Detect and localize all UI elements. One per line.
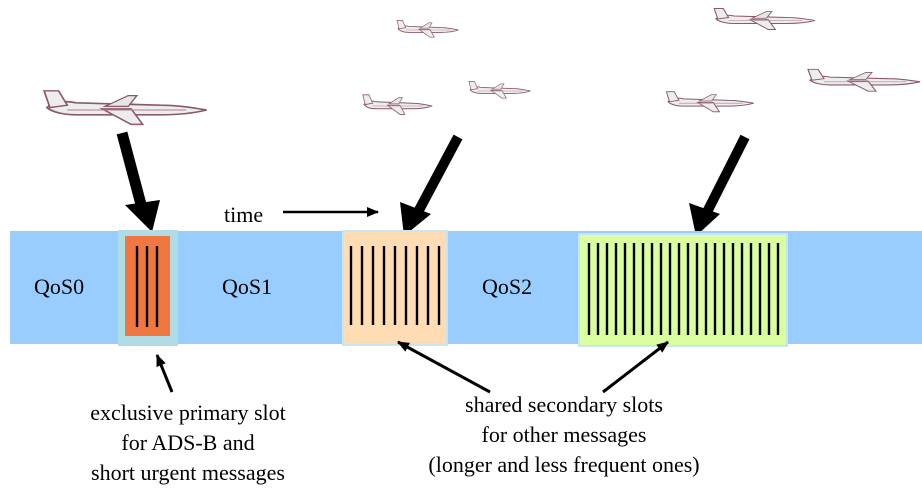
qos2-slot xyxy=(580,235,786,345)
caption-line: for other messages xyxy=(482,422,647,447)
pointer-to-qos2-slot xyxy=(602,340,669,394)
arrow-to-qos1-slot xyxy=(400,134,463,236)
qos0-label: QoS0 xyxy=(34,274,84,299)
caption-line: for ADS-B and xyxy=(121,430,254,455)
qos1-slot-lines xyxy=(349,246,441,325)
arrow-to-qos2-slot xyxy=(689,134,750,236)
secondary-slots-caption: shared secondary slots for other message… xyxy=(428,392,699,477)
caption-line: exclusive primary slot xyxy=(90,400,286,425)
primary-slot-lines xyxy=(135,246,159,327)
airplane-icon xyxy=(362,94,433,115)
airplane-icon xyxy=(713,7,816,31)
arrow-to-primary-slot xyxy=(116,131,160,232)
airplane-icon xyxy=(468,80,531,99)
pointer-to-primary-slot xyxy=(155,354,174,393)
caption-line: (longer and less frequent ones) xyxy=(428,452,699,477)
qos2-slot-lines xyxy=(587,243,780,335)
airplane-icon xyxy=(807,68,921,92)
airplane-icon xyxy=(43,89,208,126)
airplane-icon xyxy=(665,91,755,113)
caption-line: short urgent messages xyxy=(91,460,285,485)
airplane-icon xyxy=(396,19,459,38)
qos2-label: QoS2 xyxy=(482,274,532,299)
qos1-label: QoS1 xyxy=(222,274,272,299)
primary-slot-caption: exclusive primary slot for ADS-B and sho… xyxy=(90,400,286,485)
caption-line: shared secondary slots xyxy=(465,392,663,417)
time-label: time xyxy=(224,202,263,227)
pointer-to-qos1-slot xyxy=(397,340,491,394)
